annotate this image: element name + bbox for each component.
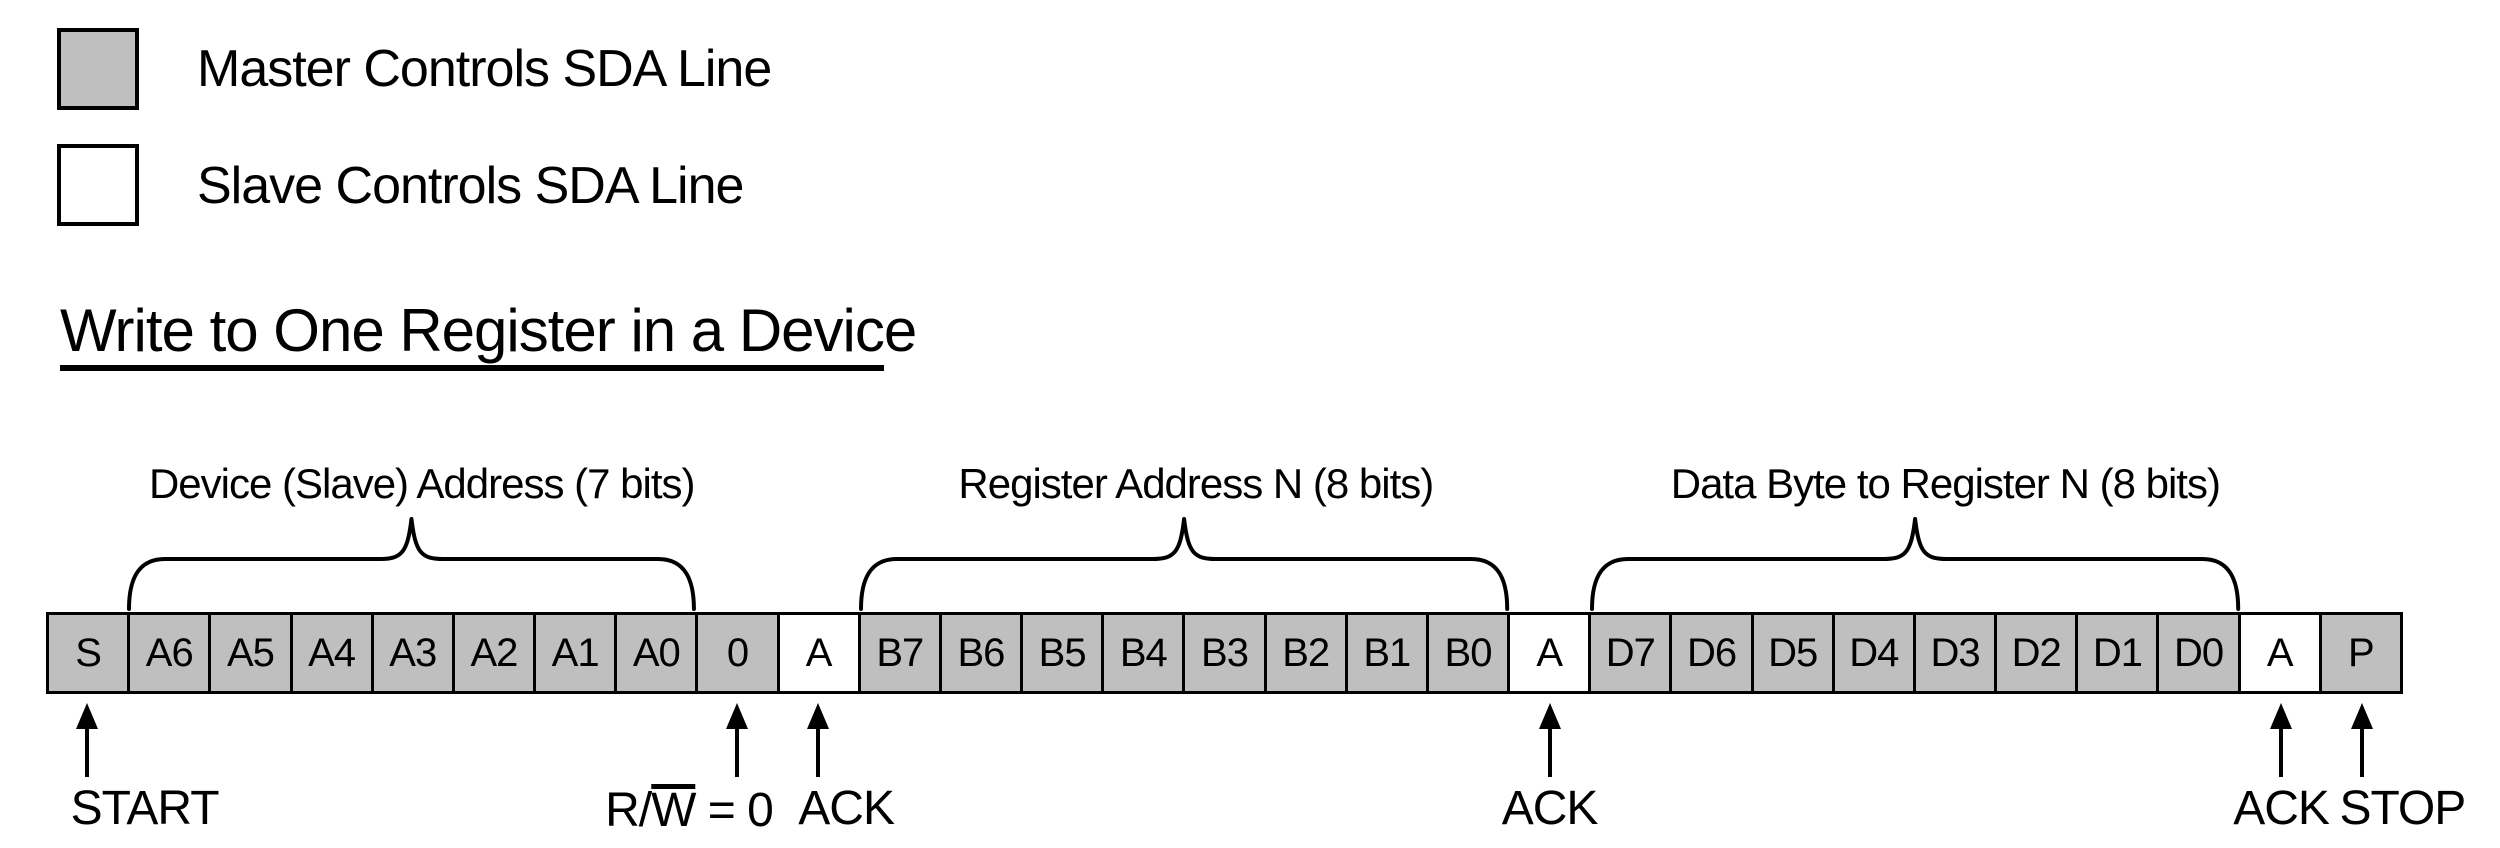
marker-label-ack-4: ACK (2233, 782, 2330, 835)
marker-label-stop-5: STOP (2339, 782, 2466, 835)
bit-cell-a6-1: A6 (127, 612, 212, 694)
bit-cell-d4-22: D4 (1831, 612, 1916, 694)
bit-cell-s-0: S (46, 612, 131, 694)
bit-cell-b7-10: B7 (857, 612, 942, 694)
bit-cell-a4-3: A4 (289, 612, 374, 694)
up-arrow-icon-5 (2350, 703, 2374, 777)
bit-cell-b3-14: B3 (1182, 612, 1267, 694)
bit-cell-d2-24: D2 (1994, 612, 2079, 694)
arrow-shaft (1547, 727, 1552, 777)
brace-d7-d0 (1590, 517, 2241, 611)
up-arrow-icon-2 (806, 703, 830, 777)
up-arrow-icon-0 (75, 703, 99, 777)
rw-suffix: = 0 (695, 784, 774, 837)
rw-prefix: R/ (605, 784, 652, 837)
bit-cell-d3-23: D3 (1912, 612, 1998, 694)
arrow-head (2270, 703, 2293, 729)
marker-label-rw-1: R/W = 0 (605, 784, 774, 837)
bit-cell-a5-2: A5 (208, 612, 293, 694)
bit-cell-a-18: A (1507, 612, 1592, 694)
legend-label-slave: Slave Controls SDA Line (197, 157, 744, 215)
bit-cell-a-9: A (776, 612, 861, 694)
marker-label-start-0: START (70, 782, 220, 835)
arrow-shaft (84, 727, 89, 777)
section-title-underlined: Write to One Register in a Devic (60, 297, 885, 371)
arrow-head (807, 703, 830, 729)
section-title-rest: e (883, 297, 917, 364)
bit-cell-b1-16: B1 (1344, 612, 1429, 694)
up-arrow-icon-4 (2269, 703, 2293, 777)
legend-swatch-master (57, 28, 139, 110)
field-group-label-2: Data Byte to Register N (8 bits) (1670, 460, 2221, 507)
section-title: Write to One Register in a Device (60, 297, 917, 371)
legend-swatch-slave (57, 144, 139, 226)
arrow-shaft (816, 727, 821, 777)
rw-overbar: W (651, 784, 696, 837)
arrow-head (725, 703, 748, 729)
arrow-head (2351, 703, 2374, 729)
bit-cell-b5-12: B5 (1020, 612, 1105, 694)
arrow-shaft (2279, 727, 2284, 777)
bit-cell-b4-13: B4 (1101, 612, 1186, 694)
bit-cell-d6-20: D6 (1669, 612, 1754, 694)
bit-cell-0-8: 0 (695, 612, 780, 694)
bit-cell-b2-15: B2 (1263, 612, 1348, 694)
bit-cell-d1-25: D1 (2075, 612, 2160, 694)
marker-label-ack-2: ACK (798, 782, 895, 835)
field-group-label-1: Register Address N (8 bits) (958, 460, 1434, 507)
field-group-label-0: Device (Slave) Address (7 bits) (148, 460, 696, 507)
up-arrow-icon-1 (725, 703, 749, 777)
bit-cell-p-28: P (2318, 612, 2403, 694)
arrow-shaft (2360, 727, 2365, 777)
up-arrow-icon-3 (1538, 703, 1562, 777)
legend-label-master: Master Controls SDA Line (197, 40, 772, 98)
bit-cell-a3-4: A3 (370, 612, 455, 694)
bit-cell-d7-19: D7 (1588, 612, 1673, 694)
bit-cell-a2-5: A2 (451, 612, 537, 694)
arrow-head (1538, 703, 1561, 729)
brace-a6-a0 (127, 517, 697, 611)
arrow-shaft (734, 727, 739, 777)
brace-b7-b0 (858, 517, 1509, 611)
bit-cell-a-27: A (2237, 612, 2322, 694)
marker-label-ack-3: ACK (1501, 782, 1599, 835)
arrow-head (75, 703, 98, 729)
bit-cell-d0-26: D0 (2156, 612, 2241, 694)
bit-cell-a0-7: A0 (614, 612, 699, 694)
bit-cell-b6-11: B6 (938, 612, 1024, 694)
bit-cell-a1-6: A1 (533, 612, 618, 694)
bit-cell-d5-21: D5 (1750, 612, 1835, 694)
bit-cell-b0-17: B0 (1425, 612, 1511, 694)
